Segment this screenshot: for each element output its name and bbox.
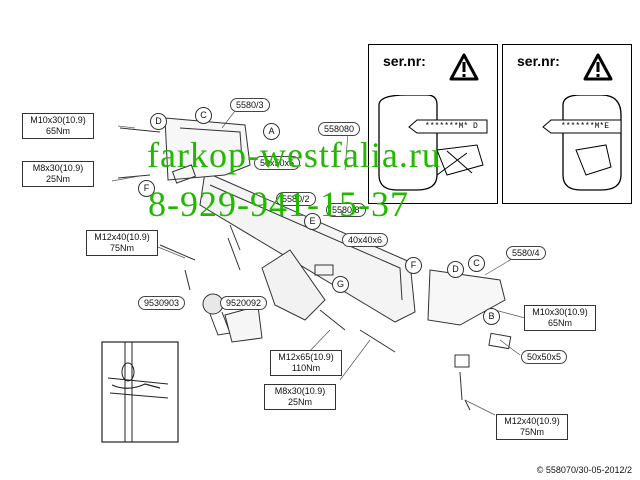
callout-m10-top: M10x30(10.9) 65Nm [22,113,94,139]
bolt-torque: 65Nm [547,318,572,328]
bolt-torque: 110Nm [291,363,321,373]
plate-top [171,164,197,184]
bolt-size: M12x65(10.9) [278,352,334,362]
part-5580-3: 5580/3 [230,98,270,112]
callout-m8-top: M8x30(10.9) 25Nm [22,161,94,187]
bolt-size: M8x30(10.9) [32,163,84,173]
marker-f-left: F [138,180,155,197]
marker-b: B [483,308,500,325]
marker-d-left: D [150,113,167,130]
plate-50x50x5-top: 50x50x5 [254,156,301,170]
callout-m12-right: M12x40(10.9) 75Nm [496,414,568,440]
plate-50x50x5-right: 50x50x5 [521,350,568,364]
bolt-torque: 25Nm [45,174,70,184]
bolt-size: M10x30(10.9) [30,115,86,125]
plate-40x40x6: 40x40x6 [342,233,389,247]
watermark-phone: 8-929-941-15-37 [148,184,409,224]
part-558080: 558080 [318,122,361,136]
bolt-size: M12x40(10.9) [94,232,150,242]
part-5580-8: 5580/8 [326,203,366,217]
bolts-lower [319,309,471,411]
marker-c-left: C [195,107,212,124]
callout-m12x65: M12x65(10.9) 110Nm [270,350,342,376]
serial-label: ser.nr: [517,53,560,69]
marker-e: E [304,213,321,230]
bolt-torque: 65Nm [45,126,70,136]
serial-label: ser.nr: [383,53,426,69]
left-side-bracket [164,117,251,181]
marker-a: A [263,123,280,140]
crossbar-beam [199,171,416,323]
drawing-copyright: © 558070/30-05-2012/2 [536,465,632,475]
warning-panel-left: ser.nr: *******M* D [368,44,498,204]
callout-m12-left: M12x40(10.9) 75Nm [86,230,158,256]
part-5580-2: 5580/2 [276,192,316,206]
marker-d-right: D [447,261,464,278]
socket-bracket [224,305,263,343]
bolt-size: M10x30(10.9) [532,307,588,317]
serial-tag: *******M*E [561,122,610,131]
marker-g: G [332,276,349,293]
warning-triangle-icon [583,53,613,81]
right-side-bracket [427,269,506,326]
bolt-size: M8x30(10.9) [274,386,326,396]
callout-m8-bottom: M8x30(10.9) 25Nm [264,384,336,410]
detail-inset [101,341,179,443]
plate-right-lower [454,354,470,368]
serial-plate-drawing [378,95,488,191]
center-mount-plate [261,249,326,321]
callout-m10-right: M10x30(10.9) 65Nm [524,305,596,331]
bolt-torque: 75Nm [519,427,544,437]
marker-f-right: F [405,257,422,274]
warning-triangle-icon [449,53,479,81]
bolt-torque: 25Nm [287,397,312,407]
bolts-left [117,127,241,291]
serial-plate-drawing [542,95,622,191]
watermark-site: farkop-westfalia.ru [147,135,441,175]
part-9520092: 9520092 [220,296,268,310]
plate-middle [314,264,334,276]
part-5580-4: 5580/4 [506,246,546,260]
marker-c-right: C [468,255,485,272]
plate-right [488,332,512,350]
serial-tag: *******M* D [425,122,478,131]
bolt-size: M12x40(10.9) [504,416,560,426]
warning-panel-right: ser.nr: *******M*E [502,44,632,204]
part-9530903: 9530903 [138,296,186,310]
bolt-torque: 75Nm [109,243,134,253]
